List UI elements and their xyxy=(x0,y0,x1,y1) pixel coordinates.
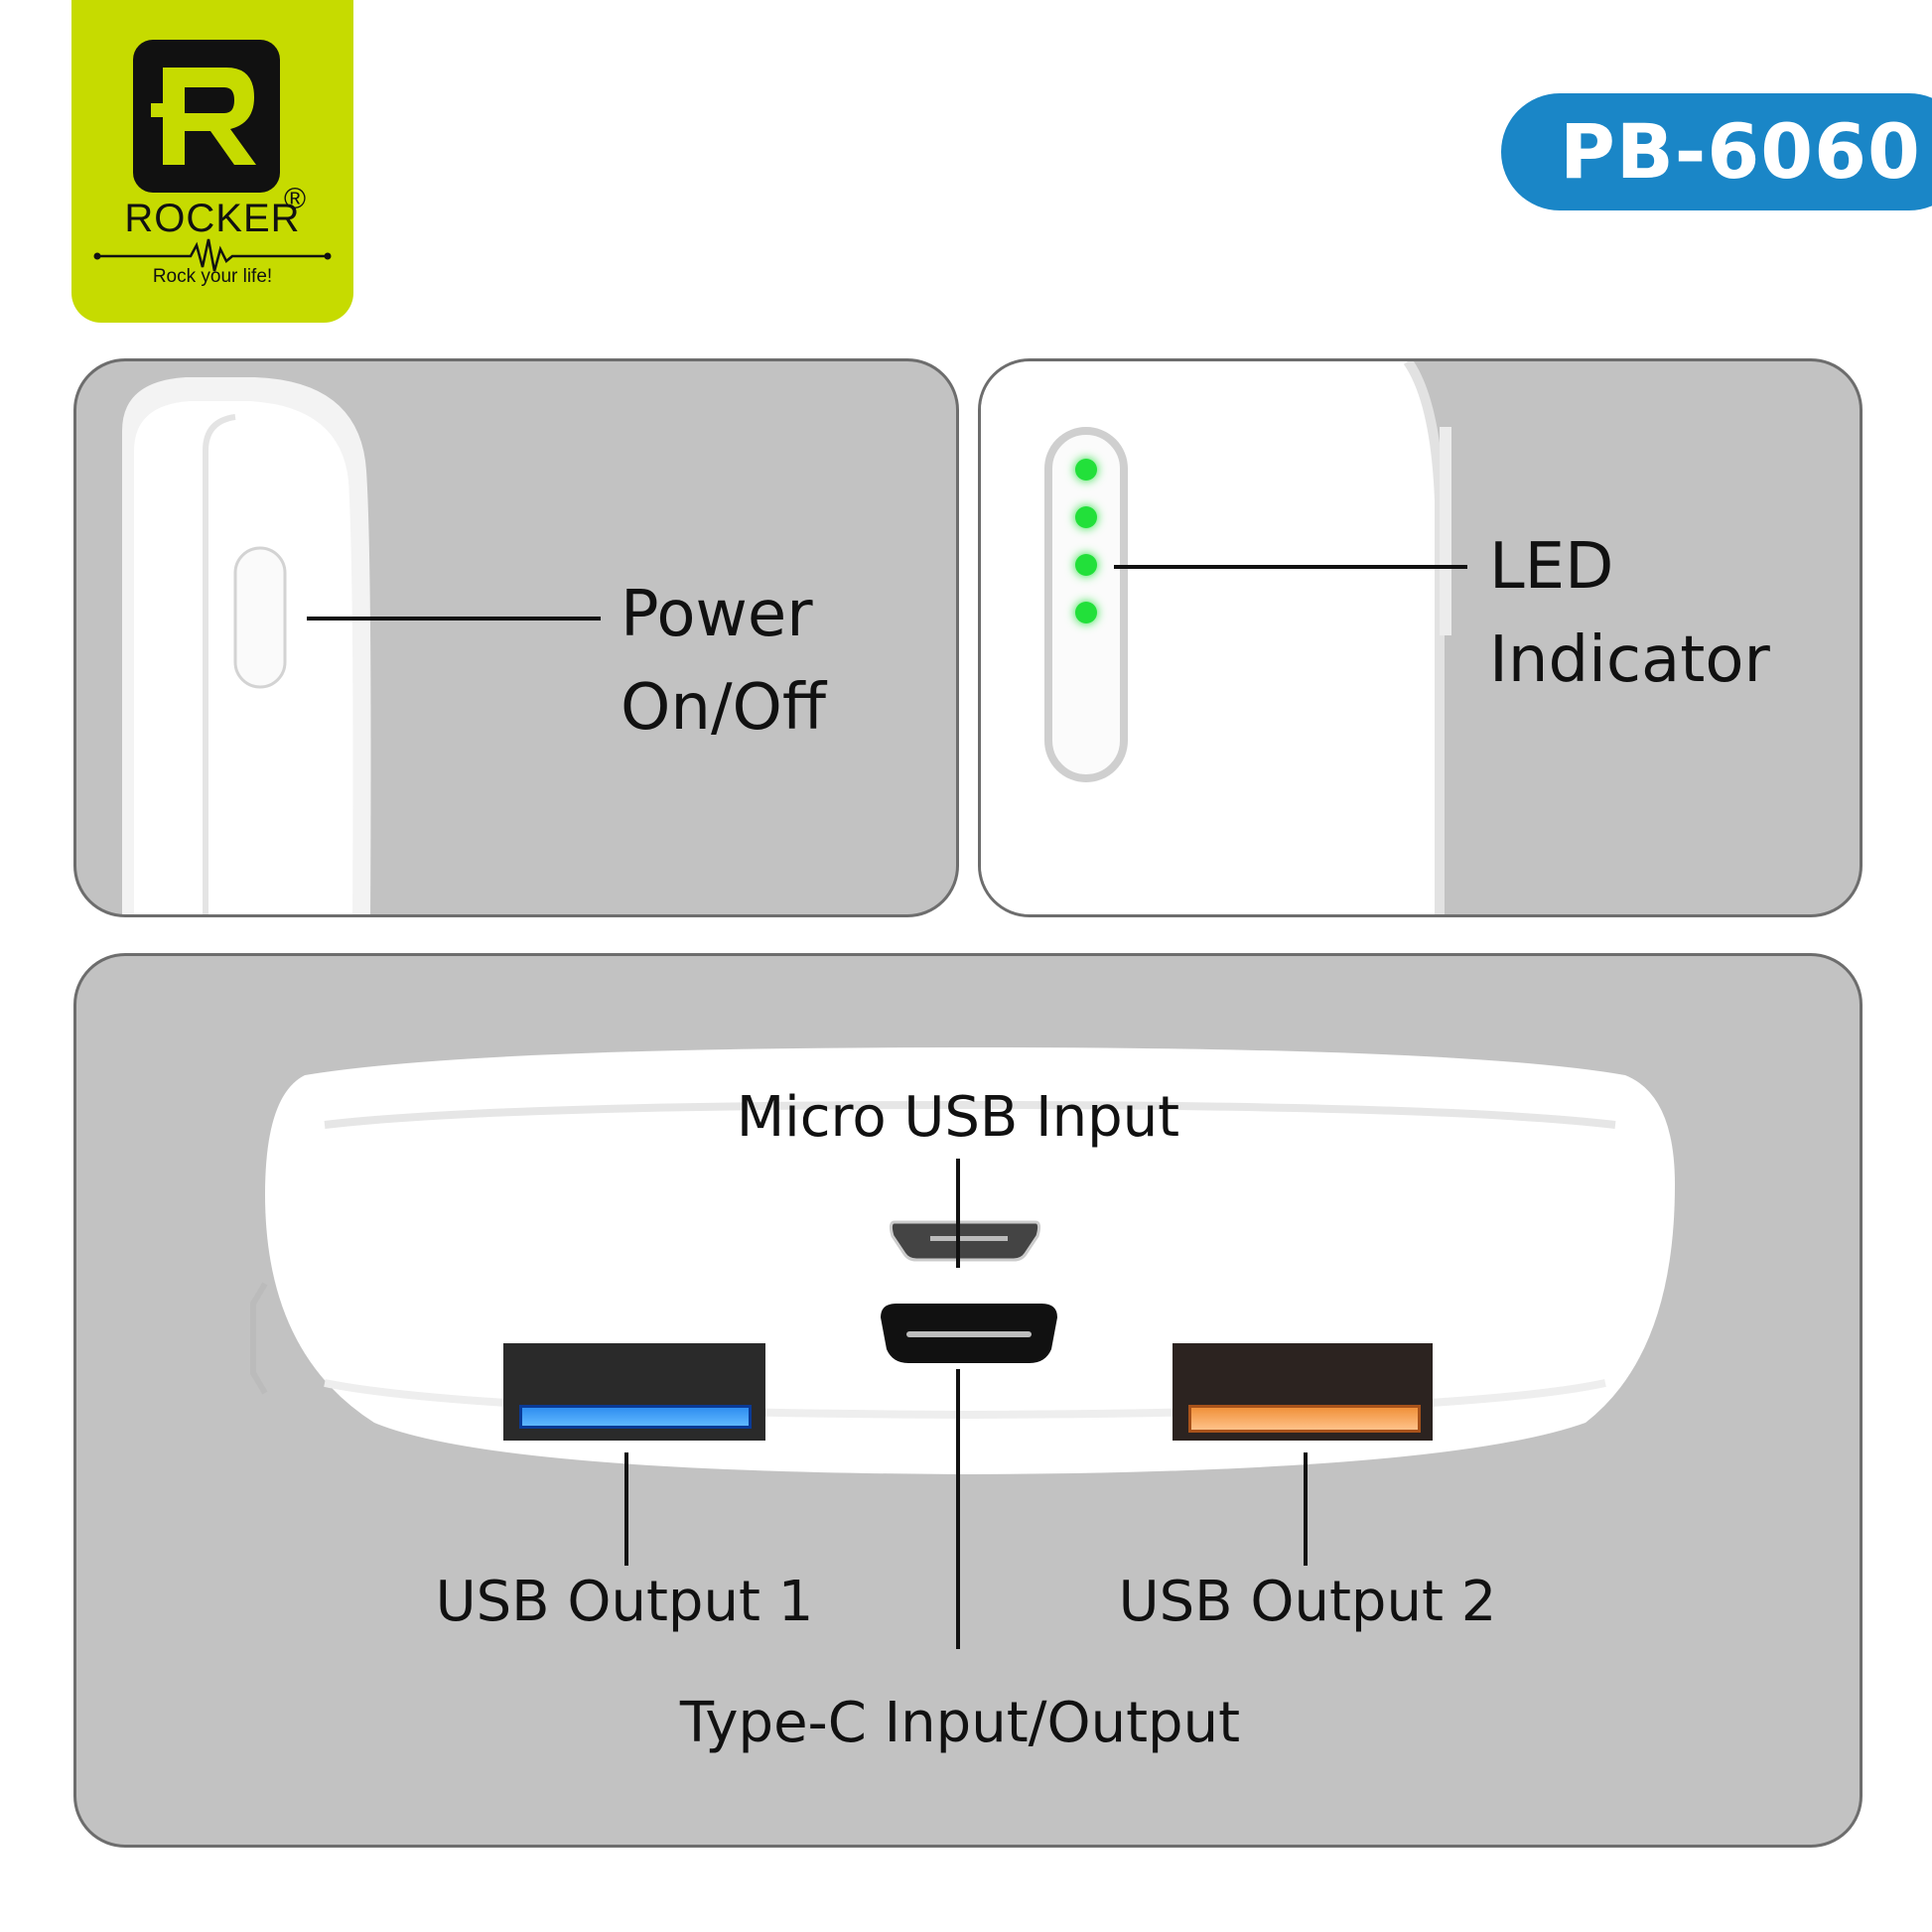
heartbeat-line-icon xyxy=(93,238,332,272)
led-dot-4 xyxy=(1075,602,1097,623)
micro-usb-input-label: Micro USB Input xyxy=(736,1085,1180,1150)
usb-output-2-tongue xyxy=(1191,1408,1418,1430)
power-label-line1: Power xyxy=(621,578,813,651)
power-label-line2: On/Off xyxy=(621,671,826,745)
ports-panel: Micro USB Input USB Output 1 USB Output … xyxy=(73,953,1863,1848)
power-button-panel: Power On/Off xyxy=(73,358,959,917)
led-label-line2: Indicator xyxy=(1489,623,1770,697)
usb-output-1-tongue xyxy=(522,1408,749,1426)
usb-output-1-label: USB Output 1 xyxy=(435,1570,814,1634)
usb-output-1-port xyxy=(519,1405,752,1429)
led-dot-2 xyxy=(1075,506,1097,528)
led-dot-group xyxy=(981,361,1860,914)
led-dot-3 xyxy=(1075,554,1097,576)
usb-output-2-leader-line xyxy=(1304,1452,1308,1566)
brand-logo: ROCKER ® Rock your life! xyxy=(71,0,353,323)
led-leader-line xyxy=(1114,565,1467,569)
brand-tagline: Rock your life! xyxy=(152,266,273,287)
brand-name: ROCKER xyxy=(124,197,301,240)
usb-output-2-port xyxy=(1188,1405,1421,1433)
usb-output-2-label: USB Output 2 xyxy=(1118,1570,1497,1634)
power-leader-line xyxy=(307,617,601,621)
model-number: PB-6060 xyxy=(1560,107,1921,196)
model-badge xyxy=(1501,93,1932,210)
led-indicator-panel: LED Indicator xyxy=(978,358,1863,917)
led-dot-1 xyxy=(1075,459,1097,481)
micro-usb-leader-line xyxy=(956,1159,960,1268)
type-c-leader-line xyxy=(956,1369,960,1649)
rocker-r-icon xyxy=(133,40,280,193)
usb-output-1-leader-line xyxy=(624,1452,628,1566)
type-c-input-output-label: Type-C Input/Output xyxy=(679,1691,1241,1755)
power-bank-side-view xyxy=(122,377,371,914)
led-label-line1: LED xyxy=(1489,530,1614,604)
registered-mark: ® xyxy=(284,183,307,215)
